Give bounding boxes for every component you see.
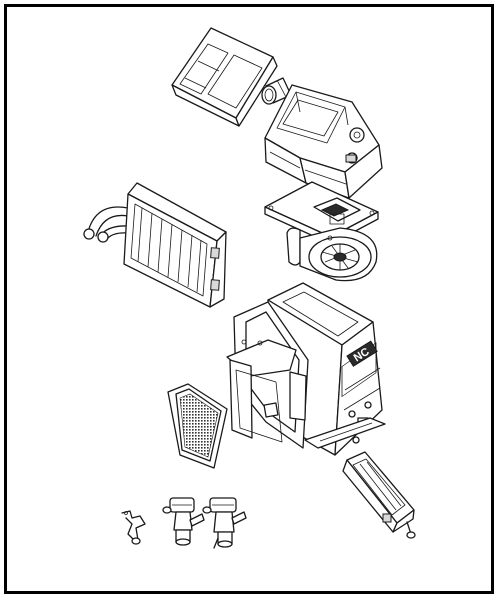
upper-housing: [264, 84, 383, 199]
air-filter: [167, 383, 228, 469]
top-filter-cover: [171, 27, 278, 127]
heater-core: [83, 182, 227, 308]
water-valve-1: [162, 497, 205, 546]
blower-motor-assembly: [264, 181, 379, 282]
intake-collar: [261, 77, 292, 105]
lower-core: [342, 451, 416, 539]
face-frame: [226, 301, 309, 449]
water-valve-2: [202, 497, 247, 549]
mounting-bracket: [121, 510, 146, 545]
